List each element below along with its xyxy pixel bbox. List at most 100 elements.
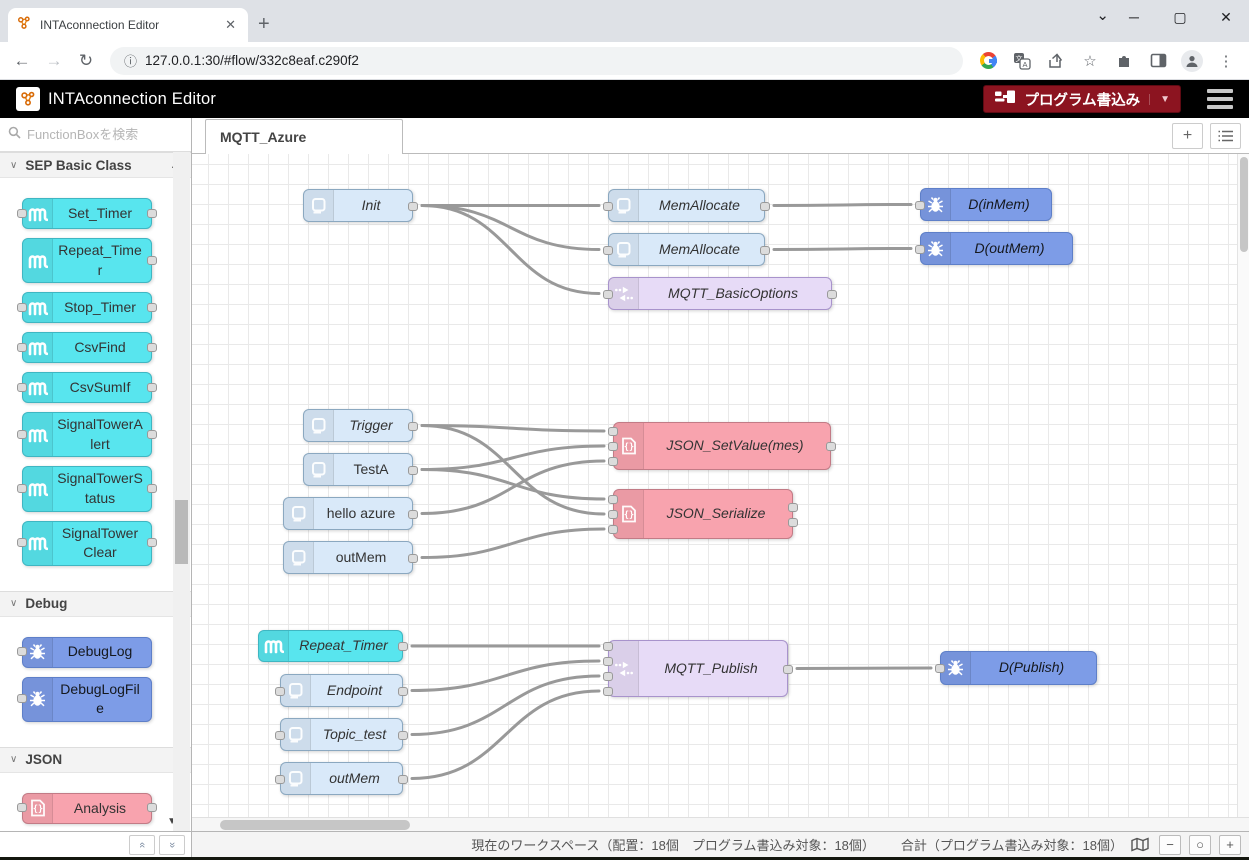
window-maximize-button[interactable]: ▢ [1173, 8, 1187, 25]
palette-section-header[interactable]: ∨JSON [0, 746, 191, 773]
palette-item-SignalTowerClear[interactable]: SignalTowerClear [17, 520, 157, 566]
canvas-horizontal-scrollbar[interactable] [192, 817, 1249, 831]
node-port[interactable] [915, 244, 925, 254]
node-port[interactable] [17, 803, 27, 813]
palette-search[interactable] [0, 118, 191, 152]
node-port[interactable] [398, 686, 408, 696]
node-setvalue[interactable]: {}JSON_SetValue(mes) [608, 422, 836, 470]
main-menu-hamburger-icon[interactable] [1207, 89, 1233, 109]
forward-icon[interactable]: → [45, 50, 63, 70]
zoom-reset-button[interactable]: ○ [1189, 834, 1211, 855]
node-port[interactable] [608, 427, 618, 436]
share-icon[interactable] [1041, 52, 1071, 70]
node-port[interactable] [17, 208, 27, 218]
site-info-icon[interactable]: ⓘ [124, 54, 138, 69]
node-outmem_b[interactable]: outMem [275, 762, 408, 795]
wire[interactable] [795, 666, 933, 670]
node-port[interactable] [147, 302, 157, 312]
palette-item-DebugLogFile[interactable]: DebugLogFile [17, 676, 152, 722]
deploy-caret-icon[interactable]: ▼ [1149, 93, 1170, 105]
palette-item-Set_Timer[interactable]: Set_Timer [17, 198, 157, 229]
node-port[interactable] [608, 510, 618, 519]
palette-item-SignalTowerAlert[interactable]: SignalTowerAlert [17, 412, 157, 458]
node-port[interactable] [826, 442, 836, 451]
extensions-puzzle-icon[interactable] [1109, 52, 1139, 69]
palette-item-SignalTowerStatus[interactable]: SignalTowerStatus [17, 466, 157, 512]
node-mem2[interactable]: MemAllocate [603, 233, 770, 266]
wire[interactable] [410, 674, 601, 736]
node-port[interactable] [17, 382, 27, 392]
wire[interactable] [772, 247, 913, 251]
node-port[interactable] [275, 774, 285, 784]
node-port[interactable] [608, 495, 618, 504]
wire[interactable] [420, 459, 606, 515]
window-minimize-button[interactable]: ─ [1129, 9, 1139, 25]
flow-tab-active[interactable]: MQTT_Azure [205, 119, 403, 154]
palette-expand-all-button[interactable]: » [159, 834, 185, 855]
palette-scroll-area[interactable]: ∨SEP Basic Class▲ Set_TimerRepeat_TimerSt… [0, 152, 191, 831]
node-port[interactable] [915, 200, 925, 210]
node-port[interactable] [147, 342, 157, 352]
node-init[interactable]: Init [303, 189, 418, 222]
new-tab-button[interactable]: + [258, 13, 270, 35]
node-trigger[interactable]: Trigger [303, 409, 418, 442]
node-port[interactable] [17, 302, 27, 312]
bookmark-star-icon[interactable]: ☆ [1083, 52, 1097, 70]
node-publish[interactable]: MQTT_Publish [603, 640, 793, 697]
profile-avatar[interactable] [1177, 49, 1207, 72]
canvas-horizontal-scrollbar-thumb[interactable] [220, 820, 410, 830]
palette-item-DebugLog[interactable]: DebugLog [17, 636, 152, 668]
node-port[interactable] [408, 509, 418, 519]
node-port[interactable] [608, 525, 618, 534]
palette-scroll-down-icon[interactable]: ▼ [167, 816, 177, 827]
node-doutmem[interactable]: D(outMem) [915, 232, 1073, 265]
node-rtimer[interactable]: Repeat_Timer [258, 630, 408, 662]
node-port[interactable] [603, 245, 613, 255]
node-port[interactable] [17, 538, 27, 548]
palette-section-header[interactable]: ∨SEP Basic Class▲ [0, 152, 191, 178]
node-port[interactable] [603, 657, 613, 666]
node-port[interactable] [603, 642, 613, 651]
canvas-vertical-scrollbar[interactable] [1237, 154, 1249, 817]
node-port[interactable] [147, 538, 157, 548]
node-port[interactable] [603, 672, 613, 681]
node-dpublish[interactable]: D(Publish) [935, 651, 1097, 685]
deploy-button[interactable]: プログラム書込み ▼ [982, 85, 1181, 113]
node-port[interactable] [147, 382, 157, 392]
node-port[interactable] [17, 694, 27, 704]
wire[interactable] [410, 659, 601, 692]
palette-item-Analysis[interactable]: {}Analysis [17, 792, 157, 824]
palette-scrollbar[interactable] [173, 152, 190, 831]
wire[interactable] [420, 424, 606, 516]
add-flow-button[interactable]: + [1172, 123, 1203, 149]
node-port[interactable] [398, 774, 408, 784]
address-bar[interactable]: ⓘ 127.0.0.1:30/#flow/332c8eaf.c290f2 [110, 46, 963, 75]
node-serialize[interactable]: {}JSON_Serialize [608, 489, 798, 539]
node-port[interactable] [147, 483, 157, 493]
node-port[interactable] [147, 208, 157, 218]
node-testa[interactable]: TestA [303, 453, 418, 486]
palette-collapse-all-button[interactable]: « [129, 834, 155, 855]
node-port[interactable] [398, 730, 408, 740]
node-port[interactable] [760, 201, 770, 211]
node-opts[interactable]: MQTT_BasicOptions [603, 277, 837, 310]
search-input[interactable] [27, 127, 157, 142]
google-icon[interactable] [973, 52, 1003, 69]
node-port[interactable] [608, 457, 618, 466]
node-port[interactable] [17, 342, 27, 352]
wire[interactable] [420, 444, 606, 471]
palette-item-Repeat_Timer[interactable]: Repeat_Timer [22, 238, 157, 284]
reload-icon[interactable]: ↻ [78, 50, 94, 70]
palette-item-Stop_Timer[interactable]: Stop_Timer [17, 292, 157, 324]
node-hello[interactable]: hello azure [283, 497, 418, 530]
node-port[interactable] [408, 553, 418, 563]
node-port[interactable] [603, 201, 613, 211]
wire[interactable] [420, 424, 606, 433]
palette-item-CsvSumIf[interactable]: CsvSumIf [17, 372, 157, 404]
wire[interactable] [420, 468, 606, 501]
node-port[interactable] [147, 429, 157, 439]
node-endpoint[interactable]: Endpoint [275, 674, 408, 707]
node-port[interactable] [608, 442, 618, 451]
